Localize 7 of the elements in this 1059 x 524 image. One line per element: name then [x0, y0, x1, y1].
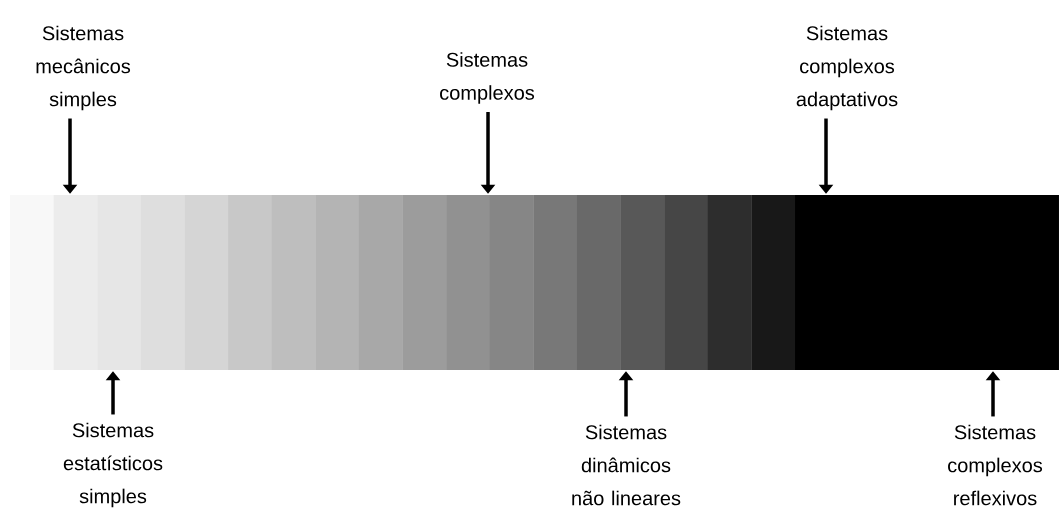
label-text: Sistemas mecânicos simples — [36, 25, 131, 111]
label-text: Sistemas complexos — [440, 52, 535, 104]
label-text: Sistemas estatísticos simples — [63, 422, 163, 508]
label-text: Sistemas complexos reflexivos — [948, 424, 1043, 506]
label-text: Sistemas dinâmicos não lineares — [572, 424, 681, 506]
gradient-bar — [10, 195, 1059, 370]
label-text: Sistemas complexos adaptativos — [796, 25, 898, 111]
